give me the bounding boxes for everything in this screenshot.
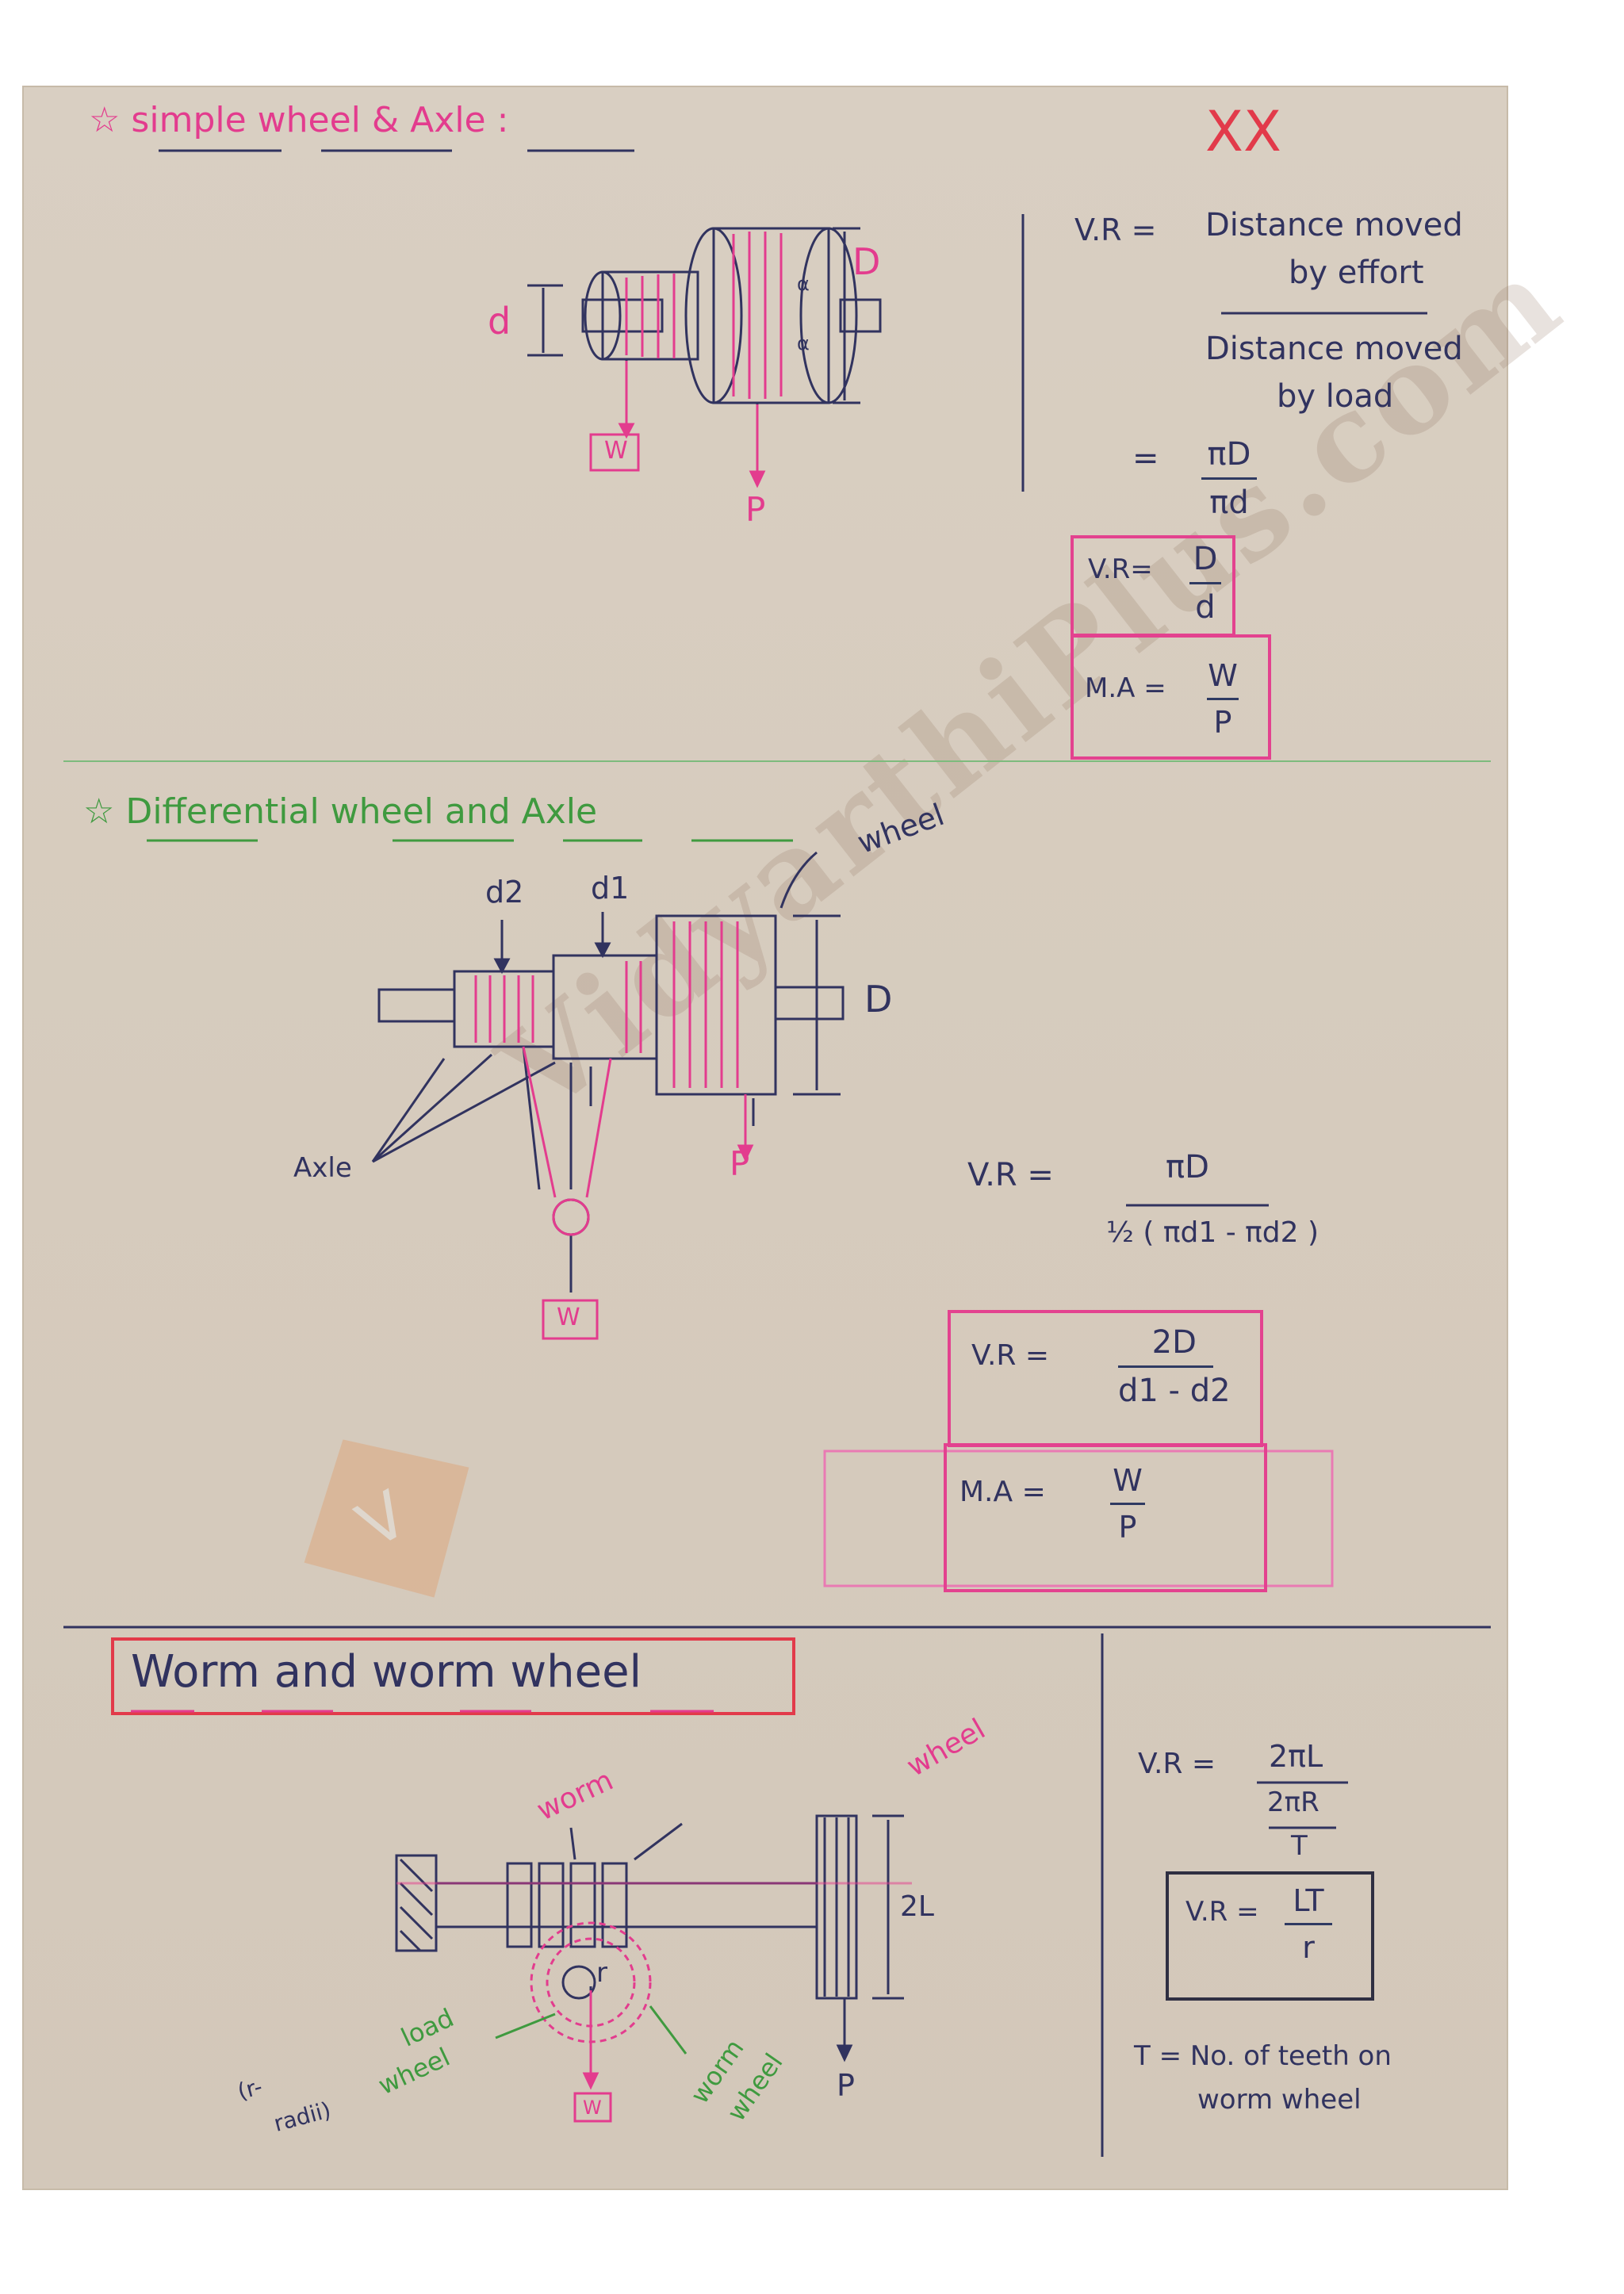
s2-box-vr-fraction: 2D d1 - d2 bbox=[1118, 1324, 1231, 1409]
s2-box-vr-label: V.R = bbox=[971, 1339, 1050, 1372]
s1-box-vr-num: D bbox=[1193, 541, 1218, 577]
s2-label-D: D bbox=[864, 978, 893, 1021]
s3-box-vr-label: V.R = bbox=[1185, 1896, 1259, 1928]
s3-label-W: W bbox=[583, 2097, 602, 2119]
s3-vr-den-den: T bbox=[1291, 1830, 1308, 1862]
s3-formula-box bbox=[1166, 1871, 1374, 2001]
s3-label-r: r bbox=[596, 1957, 607, 1989]
notebook-page bbox=[22, 86, 1508, 2190]
s3-vr-den-num: 2πR bbox=[1267, 1787, 1320, 1818]
s1-box-ma-den: P bbox=[1213, 705, 1232, 740]
s3-box-vr-den: r bbox=[1302, 1930, 1315, 1965]
s1-vr-den-2: by load bbox=[1277, 378, 1394, 415]
s3-label-P: P bbox=[837, 2068, 855, 2103]
s2-box-ma-num: W bbox=[1113, 1463, 1143, 1498]
s1-box-vr-bar bbox=[1189, 582, 1221, 584]
label-P: P bbox=[745, 490, 766, 529]
s2-box-vr-den: d1 - d2 bbox=[1118, 1373, 1231, 1409]
s2-box-ma-bar bbox=[1110, 1503, 1145, 1505]
s1-vr-den-1: Distance moved bbox=[1205, 331, 1463, 367]
s2-label-d2: d2 bbox=[485, 875, 524, 910]
label-alpha-1: α bbox=[797, 273, 810, 295]
s1-ratio-num: πD bbox=[1207, 436, 1251, 473]
label-d: d bbox=[488, 300, 511, 343]
s2-label-d1: d1 bbox=[591, 871, 630, 906]
s2-box-ma-den: P bbox=[1118, 1510, 1137, 1545]
s1-ratio-fraction: πD πd bbox=[1201, 436, 1257, 521]
s3-label-2L: 2L bbox=[900, 1890, 934, 1923]
s1-vr-num-2: by effort bbox=[1289, 255, 1424, 291]
s1-formula-box-ma bbox=[1071, 634, 1271, 760]
s1-eq-sign: = bbox=[1132, 440, 1159, 477]
s2-box-vr-bar bbox=[1118, 1365, 1213, 1368]
s3-vr-num: 2πL bbox=[1269, 1739, 1323, 1774]
s2-box-ma-fraction: W P bbox=[1110, 1463, 1145, 1545]
s1-vr-label: V.R = bbox=[1074, 213, 1157, 247]
label-D: D bbox=[852, 240, 881, 283]
s3-vr-label: V.R = bbox=[1138, 1748, 1216, 1780]
s1-box-ma-label: M.A = bbox=[1085, 672, 1166, 704]
section3-heading: Worm and worm wheel bbox=[131, 1646, 642, 1698]
section2-heading: ☆ Differential wheel and Axle bbox=[83, 791, 598, 832]
s2-label-axle: Axle bbox=[293, 1152, 352, 1184]
s2-label-W: W bbox=[557, 1304, 580, 1331]
s1-box-vr-den: d bbox=[1195, 589, 1216, 626]
s2-box-vr-num: 2D bbox=[1151, 1324, 1197, 1361]
s1-box-vr-fraction: D d bbox=[1189, 541, 1221, 626]
s1-box-vr-label: V.R= bbox=[1088, 553, 1153, 585]
s1-box-ma-fraction: W P bbox=[1207, 658, 1239, 740]
section3-heading-box bbox=[111, 1637, 795, 1715]
s2-formula-box-ma bbox=[944, 1443, 1267, 1592]
s2-vr-den: ½ ( πd1 - πd2 ) bbox=[1106, 1216, 1320, 1249]
label-alpha-2: α bbox=[797, 332, 810, 354]
corner-mark: XX bbox=[1205, 99, 1281, 164]
s3-note-2: worm wheel bbox=[1197, 2084, 1362, 2116]
s3-note-1: T = No. of teeth on bbox=[1134, 2040, 1392, 2072]
s2-vr-num: πD bbox=[1166, 1149, 1209, 1185]
s2-label-P: P bbox=[730, 1144, 750, 1183]
s3-box-vr-bar bbox=[1285, 1923, 1332, 1925]
s2-vr-label: V.R = bbox=[967, 1157, 1054, 1193]
s1-ratio-den: πd bbox=[1209, 484, 1249, 521]
s1-ratio-bar bbox=[1201, 477, 1257, 480]
s3-box-vr-num: LT bbox=[1293, 1883, 1324, 1918]
s1-box-ma-num: W bbox=[1208, 658, 1238, 693]
s1-box-ma-bar bbox=[1207, 698, 1239, 700]
s1-vr-num-1: Distance moved bbox=[1205, 207, 1463, 243]
s2-box-ma-label: M.A = bbox=[959, 1476, 1046, 1508]
s3-box-vr-fraction: LT r bbox=[1285, 1883, 1332, 1965]
watermark-logo-icon: V bbox=[304, 1439, 469, 1598]
section1-heading: ☆ simple wheel & Axle : bbox=[89, 100, 509, 140]
label-W: W bbox=[604, 437, 628, 465]
